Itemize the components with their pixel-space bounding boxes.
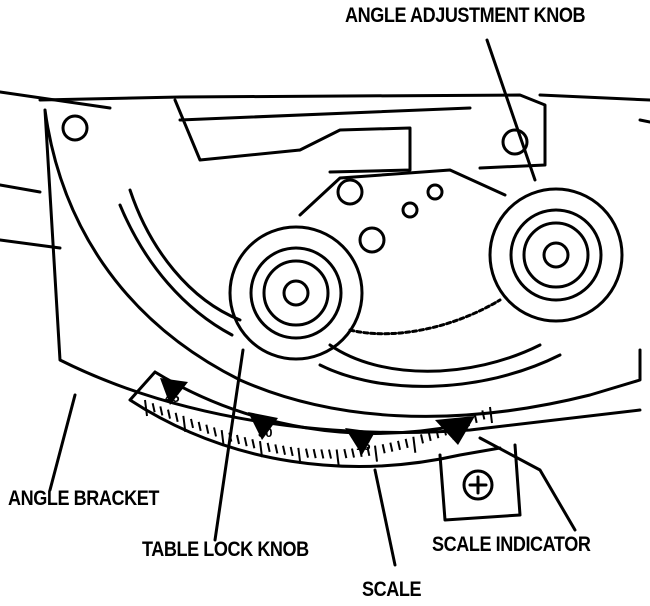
scale-tick (374, 445, 378, 462)
scale-tick (366, 446, 371, 457)
scale-tick (351, 448, 355, 458)
scale-tick (404, 438, 409, 449)
label-angle-adjustment-knob: ANGLE ADJUSTMENT KNOB (345, 4, 586, 27)
bracket-screw-right (501, 128, 529, 156)
scale-tick (151, 403, 156, 413)
scale-tick (167, 409, 171, 419)
scale-tick (243, 436, 248, 447)
scale-tick (174, 412, 179, 423)
scale-marker-15 (345, 428, 375, 455)
scale-number-0: 0 (452, 424, 459, 439)
scale-tick (144, 399, 148, 417)
bracket-slot (118, 188, 242, 337)
scale-tick (197, 421, 202, 432)
plate-hole-1 (336, 178, 364, 206)
label-table-lock-knob: TABLE LOCK KNOB (142, 538, 309, 561)
label-scale-indicator: SCALE INDICATOR (432, 533, 591, 556)
scale-tick (335, 449, 340, 466)
scale-tick (297, 447, 302, 464)
leader-scale (373, 468, 397, 567)
scale-tick (412, 436, 417, 453)
leader-scale-indicator (478, 436, 577, 532)
scale-tick (251, 439, 256, 449)
angle-adjustment-knob-shape (488, 187, 624, 323)
indicator-screw (462, 469, 494, 501)
table-lock-knob-shape (228, 225, 364, 361)
scale-marker-30 (248, 412, 278, 440)
bracket-screw-left (61, 114, 89, 142)
scale-markers (160, 378, 475, 455)
indicator-plate (438, 443, 522, 522)
scale-tick (182, 415, 187, 433)
scale-tick (282, 445, 286, 455)
scale-tick (289, 446, 294, 457)
scale-tick (343, 448, 348, 459)
leader-angle-bracket (48, 393, 77, 492)
scale-tick (435, 428, 440, 439)
inner-plate (298, 168, 562, 388)
scale-tick (266, 442, 271, 453)
scale-tick (473, 413, 478, 424)
scale-tick (328, 449, 332, 459)
scale-tick (159, 406, 164, 416)
label-angle-bracket: ANGLE BRACKET (8, 487, 159, 510)
scale-number-15: 15 (356, 438, 370, 453)
scale-tick (205, 424, 210, 434)
scale-tick (228, 432, 233, 442)
scale-marker-0 (435, 416, 475, 445)
plate-hole-2 (358, 226, 386, 254)
scale-number-30: 30 (258, 425, 272, 440)
label-scale: SCALE (362, 578, 422, 601)
scale-tick (213, 427, 217, 437)
scale-tick (274, 444, 279, 454)
scale-tick (312, 448, 317, 459)
leader-angle-adjustment (485, 38, 537, 182)
scale-number-45: 45 (165, 390, 179, 405)
scale-tick (220, 429, 225, 447)
scale-tick (389, 442, 394, 452)
scale-tick (259, 441, 263, 458)
scale-tick (320, 449, 325, 459)
plate-hole-3 (401, 201, 419, 219)
scale-tick (489, 406, 493, 424)
scale-tick (381, 444, 386, 454)
scale-tick (236, 434, 240, 445)
scale-marker-45 (160, 378, 188, 405)
scale-tick (420, 434, 424, 444)
scale-tick (481, 410, 486, 420)
gear-teeth (348, 298, 502, 336)
scale-tick (305, 448, 309, 458)
plate-hole-4 (426, 183, 444, 201)
angle-bracket-body (43, 108, 642, 434)
leader-table-lock (213, 348, 245, 542)
scale-tick (427, 431, 432, 442)
scale-tick (190, 418, 194, 429)
scale-tick (397, 440, 401, 451)
fence-bar (38, 93, 547, 174)
